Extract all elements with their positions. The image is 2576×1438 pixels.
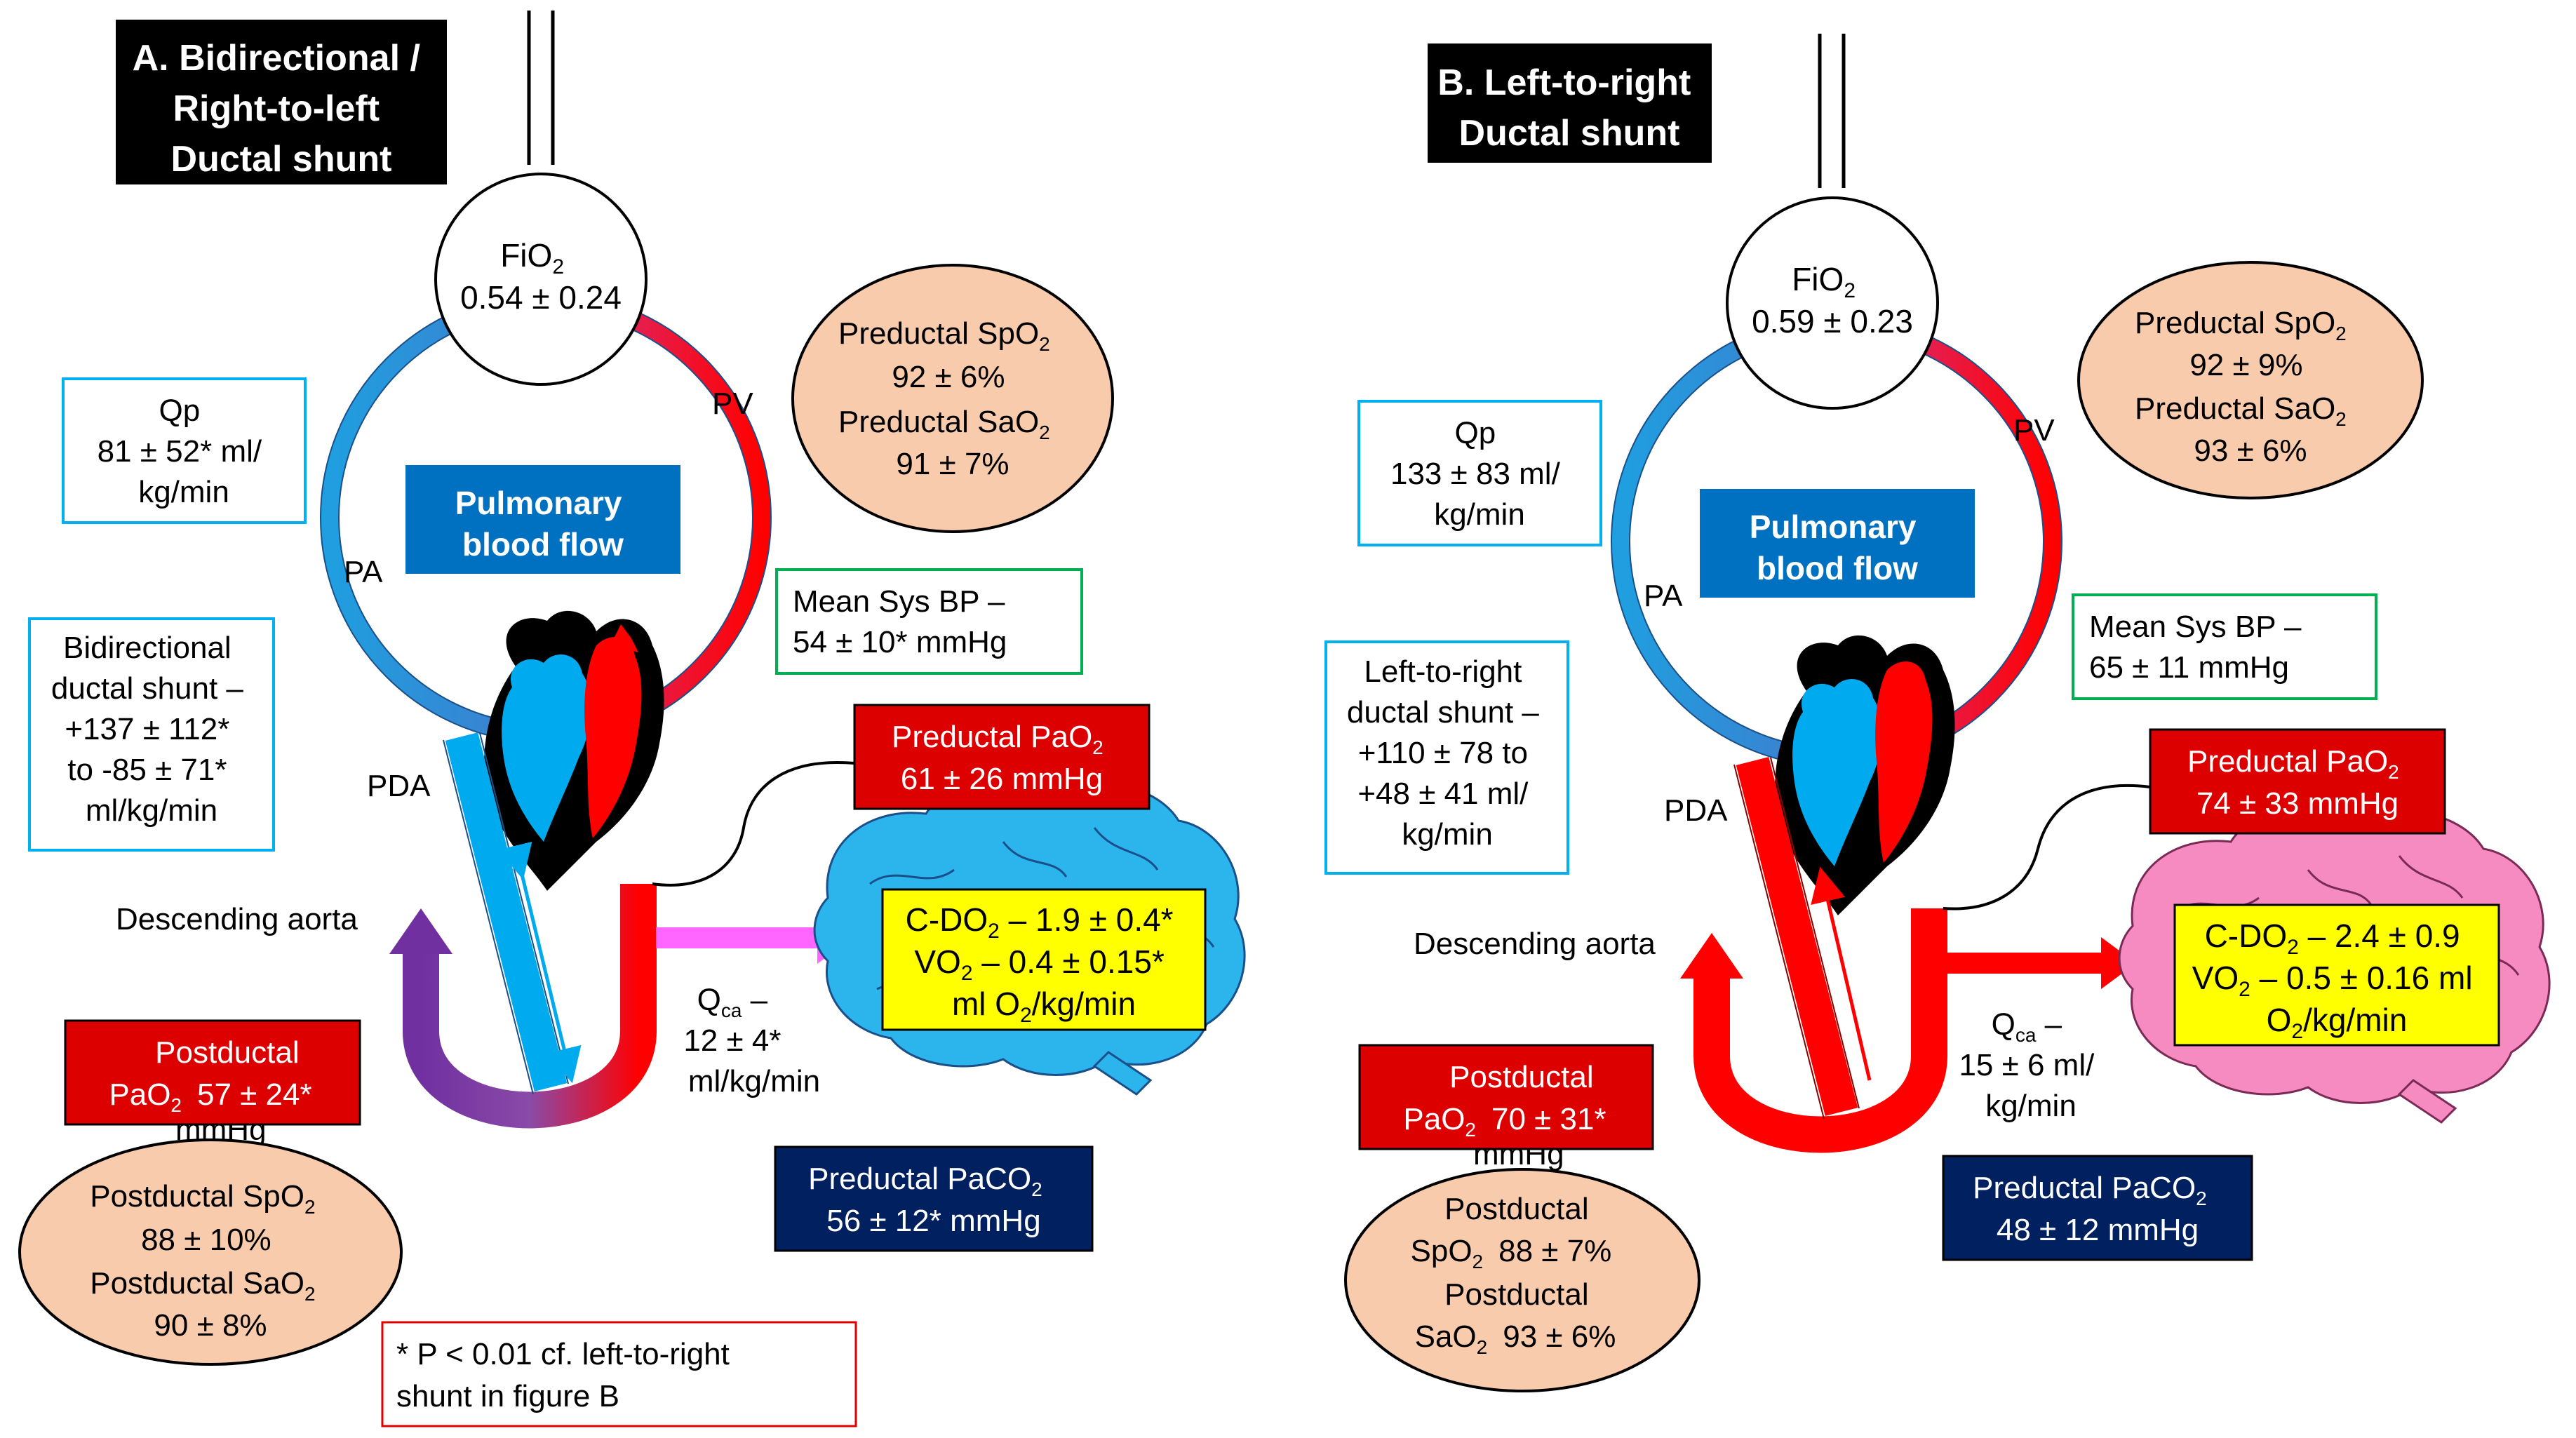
panel-b-pa-label: PA — [1644, 579, 1683, 613]
panel-a-paco2-text: Preductal PaCO2 56 ± 12* mmHg — [808, 1162, 1051, 1238]
panel-a-preductal-pao2-box — [853, 704, 1151, 810]
panel-a-title-box — [116, 20, 447, 184]
panel-b: B. Left-to-right Ductal shunt FiO2 0.59 … — [1324, 34, 2551, 1392]
panel-a-preductal-sat-text: Preductal SpO2 92 ± 6% Preductal SaO2 91… — [838, 316, 1059, 481]
panel-a-shunt-text: Bidirectional ductal shunt – +137 ± 112*… — [51, 631, 252, 828]
panel-a-qp-text: Qp 81 ± 52* ml/ kg/min — [98, 394, 271, 509]
panel-a-pda-label: PDA — [367, 769, 431, 803]
panel-a-postductal-sat-ellipse — [18, 1138, 403, 1366]
panel-a-pa-label: PA — [344, 555, 383, 589]
footnote-box — [381, 1321, 857, 1427]
panel-a-aorta — [403, 884, 657, 1129]
panel-b-bp-text: Mean Sys BP – 65 ± 11 mmHg — [2089, 610, 2310, 685]
panel-b-preductal-pao2-text: Preductal PaO2 74 ± 33 mmHg — [2187, 744, 2408, 821]
panel-a-shunt-box — [28, 617, 275, 852]
panel-a-pv-label: PV — [712, 387, 753, 421]
panel-b-shunt-text: Left-to-right ductal shunt – +110 ± 78 t… — [1347, 654, 1548, 852]
panel-b-preductal-pao2-box — [2149, 728, 2446, 835]
panel-a-aorta-arrow — [389, 908, 452, 954]
panel-a-pulmonary-box — [405, 465, 680, 574]
panel-b-pda-arrow — [1811, 866, 1872, 1081]
panel-a-descending-aorta-label: Descending aorta — [116, 902, 358, 936]
panel-a-heart — [484, 610, 664, 891]
panel-b-pda-outline-left — [1733, 764, 1825, 1120]
panel-b-pda-vessel — [1736, 757, 1858, 1116]
panel-a-title: A. Bidirectional / Right-to-left Ductal … — [133, 38, 431, 180]
panel-a-fio2-circle — [434, 173, 648, 386]
panel-a: A. Bidirectional / Right-to-left Ductal … — [18, 11, 1246, 1427]
panel-b-title-box — [1428, 43, 1712, 163]
panel-a-qca-text: Qca – 12 ± 4* ml/kg/min — [683, 983, 820, 1098]
panel-b-cdo2-box — [2173, 903, 2500, 1047]
panel-a-pao2-connector — [652, 761, 855, 887]
panel-a-cdo2-box — [881, 888, 1207, 1031]
panel-b-pulmonary-text: Pulmonary blood flow — [1750, 509, 1926, 586]
panel-b-aorta-arrow — [1680, 933, 1743, 979]
panel-a-carotid-arrow — [656, 927, 824, 948]
panel-a-bp-text: Mean Sys BP – 54 ± 10* mmHg — [793, 584, 1014, 659]
panel-b-pda-label: PDA — [1664, 793, 1728, 828]
panel-a-cdo2-text: C-DO2 – 1.9 ± 0.4* VO2 – 0.4 ± 0.15* ml … — [906, 901, 1183, 1027]
panel-a-postductal-sat-text: Postductal SpO2 88 ± 10% Postductal SaO2… — [90, 1179, 324, 1343]
panel-b-fio2-text: FiO2 0.59 ± 0.23 — [1752, 261, 1913, 340]
panel-b-fio2-circle — [1726, 196, 1939, 410]
panel-b-preductal-sat-ellipse — [2077, 261, 2424, 499]
panel-b-aorta — [1693, 908, 1947, 1153]
panel-b-postductal-pao2-box — [1358, 1044, 1654, 1150]
panel-b-qp-text: Qp 133 ± 83 ml/ kg/min — [1390, 416, 1569, 532]
footnote-text: * P < 0.01 cf. left-to-right shunt in fi… — [396, 1337, 738, 1413]
panel-a-pulmonary-text: Pulmonary blood flow — [455, 485, 631, 563]
panel-b-shunt-box — [1324, 640, 1569, 875]
panel-a-bp-box — [775, 568, 1083, 675]
panel-a-preductal-pao2-text: Preductal PaO2 61 ± 26 mmHg — [892, 720, 1112, 796]
panel-a-paco2-box — [774, 1145, 1094, 1252]
panel-a-qp-box — [62, 377, 307, 524]
panel-a-pda-bidirectional-arrow — [497, 841, 582, 1084]
panel-b-carotid-arrow — [1947, 953, 2108, 974]
panel-b-pulmonary-box — [1700, 489, 1975, 598]
panel-b-paco2-text: Preductal PaCO2 48 ± 12 mmHg — [1973, 1171, 2215, 1247]
panel-a-postductal-pao2-box — [64, 1019, 361, 1126]
panel-b-heart — [1775, 635, 1955, 915]
panel-b-pao2-connector — [1943, 784, 2151, 910]
panel-b-pv-label: PV — [2013, 413, 2055, 448]
panel-a-trachea — [527, 11, 555, 165]
panel-b-pda-outline-right — [1770, 757, 1860, 1109]
panel-b-cdo2-text: C-DO2 – 2.4 ± 0.9 VO2 – 0.5 ± 0.16 ml O2… — [2192, 918, 2482, 1043]
panel-a-preductal-sat-ellipse — [791, 264, 1114, 533]
panel-b-preductal-sat-text: Preductal SpO2 92 ± 9% Preductal SaO2 93… — [2135, 306, 2355, 468]
panel-a-fio2-text: FiO2 0.54 ± 0.24 — [460, 237, 622, 316]
panel-b-paco2-box — [1942, 1155, 2253, 1261]
panel-b-bp-box — [2072, 593, 2377, 700]
panel-b-qca-text: Qca – 15 ± 6 ml/ kg/min — [1959, 1007, 2102, 1123]
panel-b-title: B. Left-to-right Ductal shunt — [1437, 62, 1700, 154]
panel-b-descending-aorta-label: Descending aorta — [1414, 927, 1656, 961]
panel-b-qp-box — [1357, 400, 1602, 546]
panel-b-postductal-sat-ellipse — [1344, 1168, 1700, 1392]
panel-b-trachea — [1818, 34, 1846, 188]
